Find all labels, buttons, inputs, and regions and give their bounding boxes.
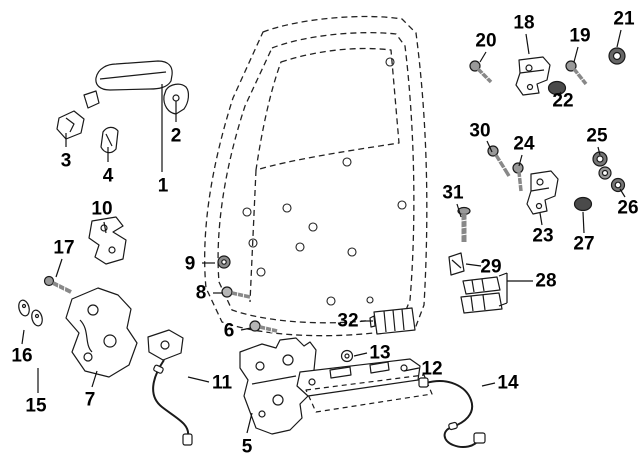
- part-shape-10-lock-bracket: [88, 216, 127, 265]
- part-shape-29-clip: [448, 252, 465, 276]
- part-label-15[interactable]: 15: [25, 395, 47, 417]
- part-label-13[interactable]: 13: [369, 342, 391, 364]
- part-shape-23-hinge: [526, 170, 559, 215]
- leader-line-19: [573, 46, 579, 63]
- leader-line-23: [539, 212, 543, 226]
- part-label-22[interactable]: 22: [552, 90, 574, 112]
- leader-line-14: [481, 382, 496, 387]
- part-label-12[interactable]: 12: [421, 358, 443, 380]
- part-shape-18-hinge: [515, 56, 551, 96]
- leader-line-13: [353, 352, 368, 357]
- part-label-20[interactable]: 20: [475, 30, 497, 52]
- part-label-25[interactable]: 25: [586, 125, 608, 147]
- part-shape-12-assembly: [296, 358, 433, 413]
- part-label-8[interactable]: 8: [195, 282, 207, 304]
- leader-line-31: [456, 203, 462, 218]
- part-label-27[interactable]: 27: [573, 233, 595, 255]
- part-shape-19-bolt: [565, 60, 588, 86]
- part-label-29[interactable]: 29: [480, 256, 502, 278]
- part-label-1[interactable]: 1: [157, 175, 169, 197]
- leader-line-28: [498, 272, 533, 307]
- part-label-14[interactable]: 14: [497, 372, 519, 394]
- part-shape-17-bolt: [43, 275, 72, 294]
- leader-line-21: [616, 29, 622, 48]
- leader-lines: [21, 29, 626, 434]
- leader-line-7: [91, 370, 98, 388]
- part-shape-3-bracket: [56, 110, 85, 140]
- part-label-31[interactable]: 31: [442, 182, 464, 204]
- part-shape-13-grommet: [340, 349, 354, 363]
- part-label-2[interactable]: 2: [170, 125, 182, 147]
- part-label-7[interactable]: 7: [84, 389, 96, 411]
- part-shape-21-washer: [608, 47, 626, 65]
- part-shape-6-bolt: [249, 320, 278, 334]
- leader-line-17: [55, 258, 63, 278]
- leader-line-11: [187, 376, 210, 383]
- part-label-26[interactable]: 26: [617, 197, 639, 219]
- part-label-9[interactable]: 9: [184, 253, 196, 275]
- leader-line-24: [518, 154, 523, 167]
- part-shape-22-cap: [547, 80, 567, 96]
- leader-line-27: [582, 211, 585, 234]
- part-shape-1-outer-handle: [83, 60, 173, 109]
- leader-line-30: [486, 140, 493, 153]
- leader-line-16: [21, 329, 25, 345]
- part-shape-25-washers: [592, 151, 612, 180]
- part-label-30[interactable]: 30: [469, 120, 491, 142]
- leader-line-25: [597, 146, 601, 156]
- leader-line-20: [479, 51, 487, 63]
- part-label-21[interactable]: 21: [613, 8, 635, 30]
- part-shape-32-module: [369, 307, 416, 335]
- part-label-4[interactable]: 4: [102, 165, 114, 187]
- part-shape-14-cable: [418, 377, 486, 448]
- part-shape-16-clips: [18, 299, 43, 327]
- part-shape-28-connectors: [460, 276, 503, 314]
- leader-line-22: [557, 91, 562, 97]
- part-label-3[interactable]: 3: [60, 150, 72, 172]
- part-label-24[interactable]: 24: [513, 133, 535, 155]
- part-shape-24-bolt: [512, 162, 525, 192]
- part-shape-4-gasket: [100, 126, 119, 154]
- part-label-16[interactable]: 16: [11, 345, 33, 367]
- part-shape-8-bolt: [221, 286, 251, 300]
- door-frame-holes: [242, 57, 407, 306]
- leader-line-26: [619, 188, 626, 198]
- part-label-28[interactable]: 28: [535, 270, 557, 292]
- part-shape-27-cap: [573, 196, 593, 212]
- part-label-23[interactable]: 23: [532, 225, 554, 247]
- part-label-5[interactable]: 5: [241, 436, 253, 458]
- part-shape-7-mounting-bracket: [65, 287, 138, 378]
- part-label-19[interactable]: 19: [569, 25, 591, 47]
- part-label-18[interactable]: 18: [513, 12, 535, 34]
- leader-line-5: [246, 412, 253, 434]
- leader-line-6: [240, 327, 252, 331]
- leader-line-29: [465, 263, 482, 267]
- part-label-6[interactable]: 6: [223, 320, 235, 342]
- leader-line-18: [525, 33, 530, 55]
- leader-line-10: [103, 221, 107, 234]
- part-label-10[interactable]: 10: [91, 198, 113, 220]
- part-label-32[interactable]: 32: [337, 310, 359, 332]
- part-shape-11-lock-cable: [147, 329, 193, 446]
- part-label-17[interactable]: 17: [53, 237, 75, 259]
- part-label-11[interactable]: 11: [211, 372, 233, 394]
- part-shape-20-bolt: [469, 60, 493, 84]
- part-shape-26-washer: [610, 177, 626, 193]
- part-shape-9-grommet: [217, 255, 231, 269]
- part-shape-31-bolt: [457, 206, 471, 242]
- leader-line-12: [403, 367, 420, 372]
